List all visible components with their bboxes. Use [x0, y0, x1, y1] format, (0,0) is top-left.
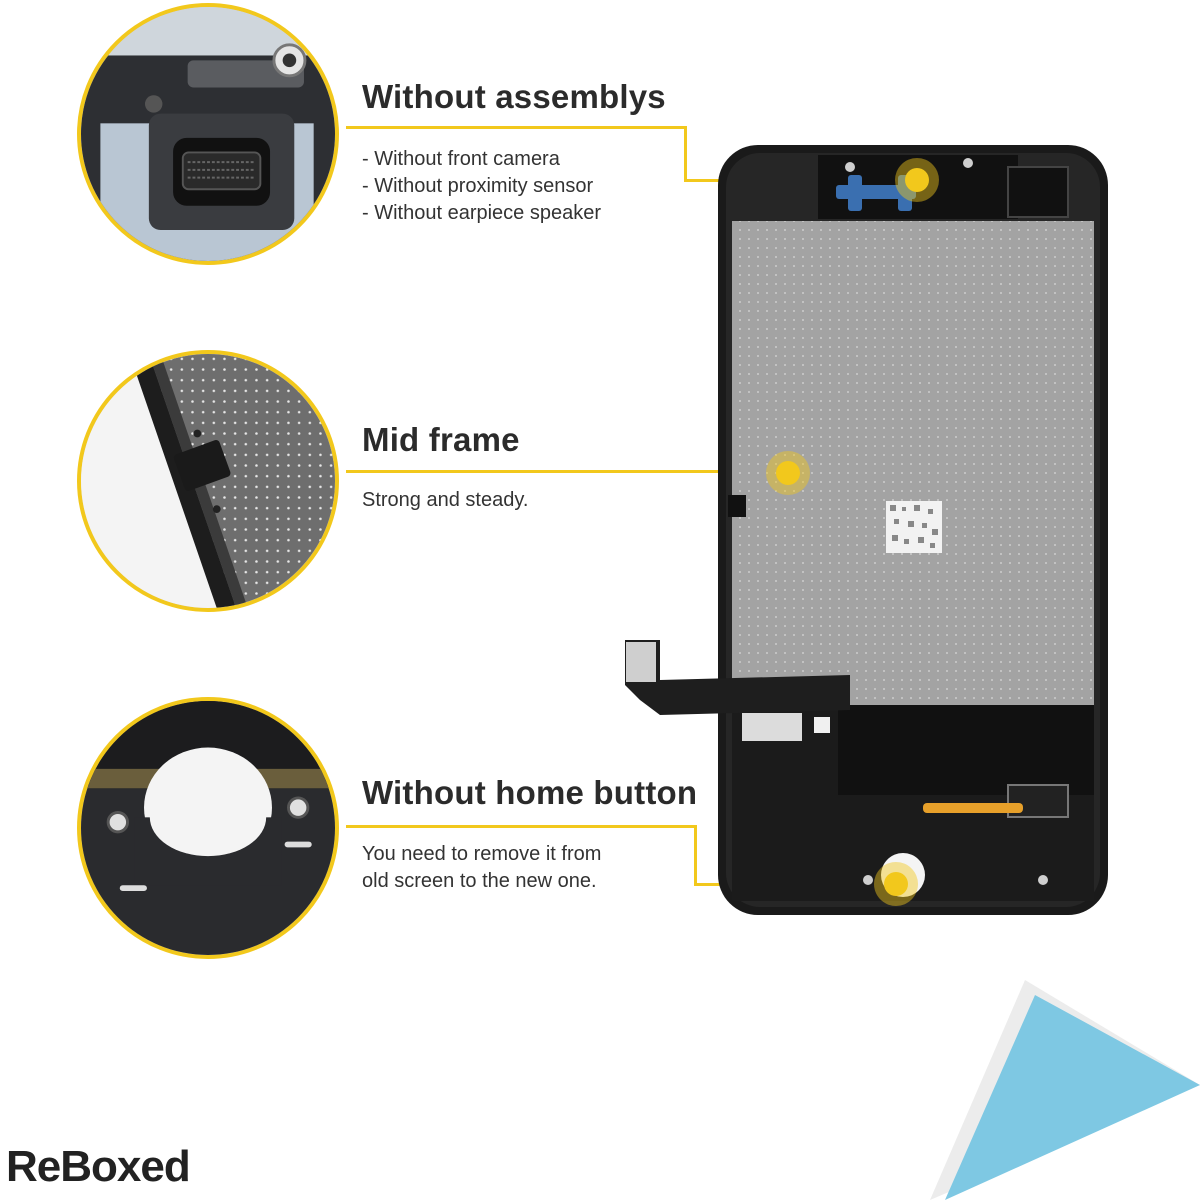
detail-circle-assemblys	[77, 3, 339, 265]
hotspot-icon[interactable]	[893, 156, 941, 204]
feature-heading-homebutton: Without home button	[362, 774, 698, 811]
feature-item: Without earpiece speaker	[362, 200, 601, 227]
feature-description-homebutton: You need to remove it from old screen to…	[362, 841, 601, 895]
callout-line	[694, 825, 697, 885]
hotspot-icon[interactable]	[764, 449, 812, 497]
detail-image-earpiece	[81, 7, 335, 261]
detail-circle-homebutton	[77, 697, 339, 959]
callout-line	[346, 825, 696, 828]
callout-line	[684, 126, 687, 181]
detail-circle-midframe	[77, 350, 339, 612]
brand-logo: ReBoxed	[6, 1142, 191, 1191]
feature-item: Without front camera	[362, 146, 601, 173]
description-line: old screen to the new one.	[362, 870, 597, 892]
feature-item: Without proximity sensor	[362, 173, 601, 200]
feature-heading-midframe: Mid frame	[362, 421, 520, 458]
description-line: You need to remove it from	[362, 843, 602, 865]
callout-line	[346, 126, 686, 129]
hotspot-icon[interactable]	[872, 860, 920, 908]
callout-line	[346, 470, 786, 473]
decorative-corner	[930, 980, 1200, 1200]
feature-heading-assemblys: Without assemblys	[362, 78, 666, 115]
feature-description-midframe: Strong and steady.	[362, 489, 529, 511]
phone-screen-assembly	[718, 145, 1108, 915]
feature-list-assemblys: Without front camera Without proximity s…	[362, 146, 601, 227]
flex-cable	[625, 640, 850, 715]
detail-image-midframe	[81, 354, 335, 608]
detail-image-homebutton	[81, 701, 335, 955]
